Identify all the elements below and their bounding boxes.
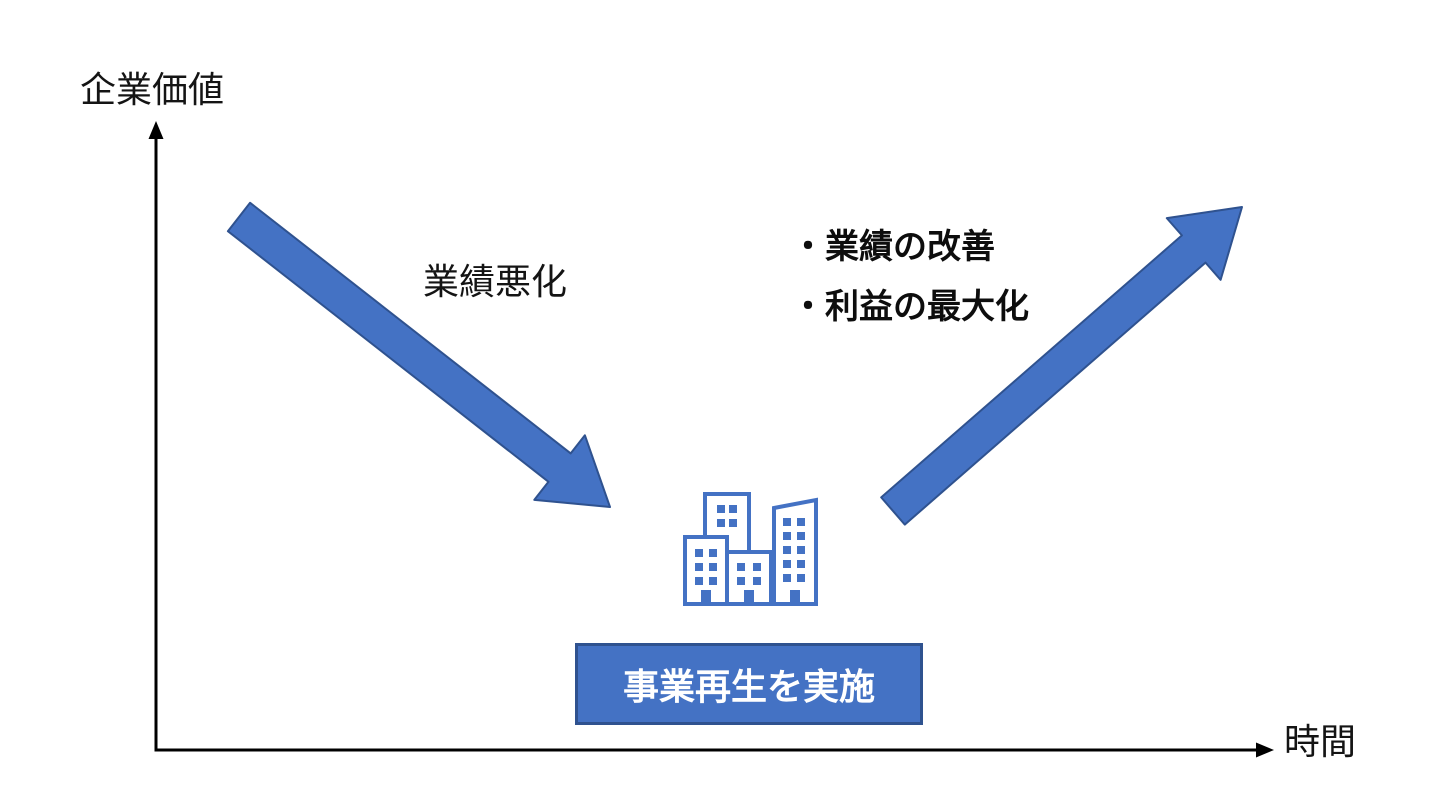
building-right (772, 497, 818, 606)
growth-arrow (880, 206, 1243, 526)
growth-bullet-item: ・利益の最大化 (791, 288, 1029, 326)
action-box-label: 事業再生を実施 (622, 666, 875, 707)
decline-arrow (226, 201, 611, 508)
growth-bullet-item: ・業績の改善 (791, 228, 995, 266)
y-axis-arrowhead-icon (148, 121, 164, 139)
building-middle (725, 550, 773, 606)
x-axis-arrowhead-icon (1256, 742, 1274, 758)
growth-bullet-list: ・業績の改善 ・利益の最大化 (791, 227, 1029, 327)
action-box: 事業再生を実施 (575, 643, 923, 725)
city-buildings-icon (683, 492, 818, 606)
x-axis-label: 時間 (1284, 721, 1357, 762)
y-axis-label: 企業価値 (80, 69, 225, 110)
decline-label: 業績悪化 (423, 261, 568, 302)
building-windows (695, 505, 805, 604)
